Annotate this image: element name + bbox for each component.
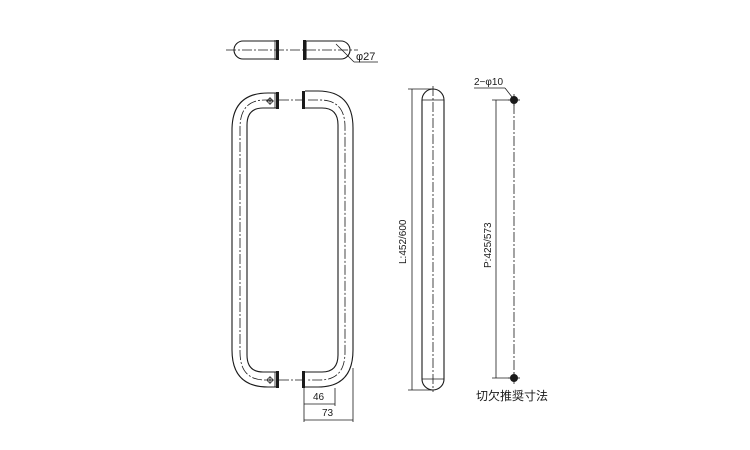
bottom-dimensions: 46 73: [303, 368, 354, 422]
side-view: L:452/600: [398, 86, 445, 392]
hole-spec-label: 2−φ10: [474, 77, 503, 88]
top-view: φ27: [226, 40, 378, 63]
dim-73-label: 73: [322, 408, 334, 419]
diameter-label: φ27: [356, 51, 375, 63]
cutout-view: 2−φ10 P:425/573 切欠推奨寸法: [474, 77, 548, 403]
length-label: L:452/600: [398, 219, 409, 264]
front-view-handle: [231, 90, 354, 388]
pitch-label: P:425/573: [483, 222, 494, 268]
dim-46-label: 46: [313, 392, 325, 403]
cutout-note: 切欠推奨寸法: [476, 388, 548, 403]
